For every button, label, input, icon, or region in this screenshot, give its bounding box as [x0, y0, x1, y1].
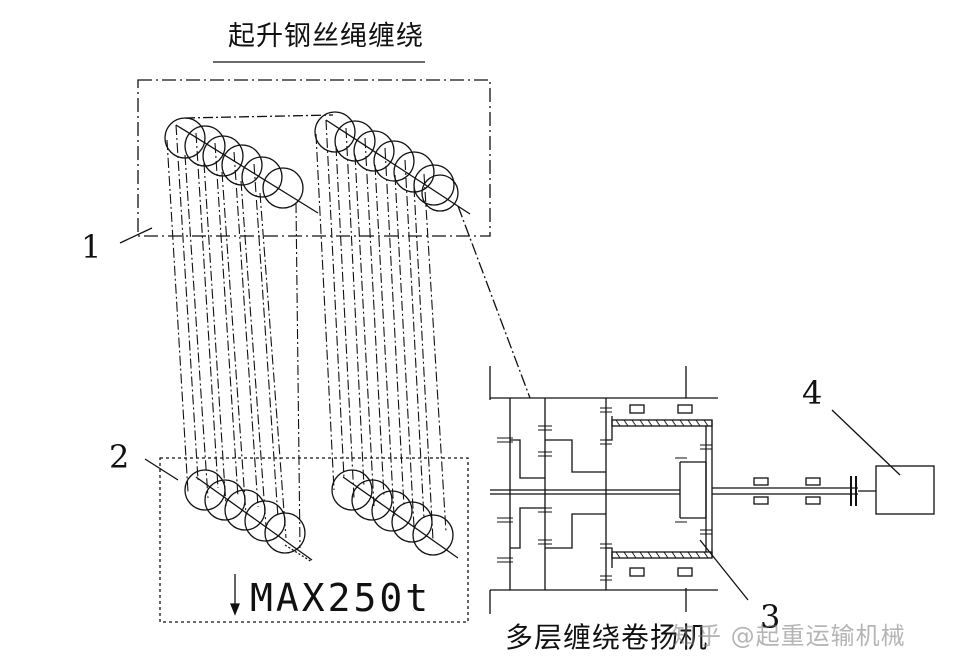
upper-block-frame — [137, 79, 491, 237]
leader-1 — [119, 227, 153, 244]
sheave — [353, 130, 395, 172]
sheave-axle — [342, 476, 459, 559]
sheave — [221, 144, 263, 186]
label-lower-block: 2 — [109, 438, 130, 476]
sheave — [331, 469, 373, 511]
watermark: 知乎 @起重运输机械 — [672, 622, 906, 650]
sheave — [421, 174, 459, 212]
sheave — [412, 514, 454, 556]
lower-block-frame — [159, 457, 469, 623]
upper-sheave-group-right — [314, 111, 471, 215]
rope-falls — [166, 119, 447, 549]
sheave — [262, 167, 304, 209]
lower-sheave-group-right — [331, 469, 459, 559]
max-load-label: MAX250t — [250, 576, 432, 620]
sheave-axle — [195, 476, 313, 561]
sheave — [264, 512, 306, 554]
label-upper-block: 1 — [81, 228, 102, 266]
load-arrow-head — [230, 603, 240, 616]
winch-caption: 多层缠绕卷扬机 — [505, 621, 709, 654]
lower-sheave-group-left — [184, 469, 313, 563]
leader-4 — [831, 409, 901, 476]
sheave — [371, 490, 413, 532]
leader-3 — [699, 539, 749, 601]
winch — [489, 366, 858, 614]
dead-end-mark — [284, 544, 313, 563]
sheave — [241, 156, 283, 198]
leader-2 — [144, 458, 179, 481]
sheave-axle — [175, 124, 319, 214]
sheave — [202, 135, 244, 177]
sheave — [351, 479, 393, 521]
upper-sheave-group-left — [164, 114, 334, 214]
sheave — [373, 140, 415, 182]
sheave — [413, 164, 455, 206]
sheave — [314, 111, 356, 153]
sheave — [391, 501, 433, 543]
label-drum: 3 — [760, 598, 781, 636]
rope — [184, 114, 334, 119]
motor — [875, 465, 935, 515]
label-motor: 4 — [802, 374, 823, 412]
rope-lead-to-winch — [457, 205, 531, 399]
sheave — [164, 117, 206, 159]
diagram-title: 起升钢丝绳缠绕 — [228, 21, 424, 52]
sheave-axle — [325, 119, 471, 215]
